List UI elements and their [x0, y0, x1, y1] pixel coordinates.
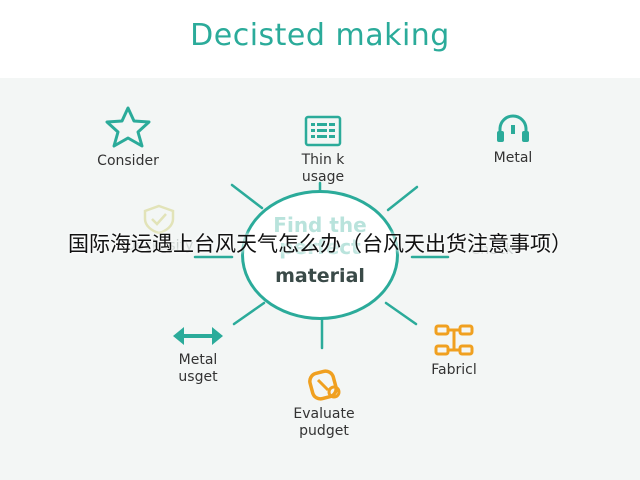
node-durability: Deckasity	[104, 204, 214, 255]
node-evaluate-label-1: Evaluate	[293, 406, 355, 422]
node-evaluate-label-2: pudget	[299, 423, 349, 439]
checklist-icon	[304, 115, 342, 147]
spoke-bottom-left	[232, 301, 266, 326]
spoke-bottom-right	[384, 301, 418, 326]
node-metal-label: Metal	[493, 150, 533, 166]
spoke-top-left	[230, 183, 264, 210]
center-hub: Find the perfect material	[241, 190, 399, 320]
coins-icon	[308, 369, 341, 401]
node-consider: Consider	[78, 105, 178, 170]
node-fabric: Fabricl	[414, 322, 494, 379]
node-think-label-1: Thin k	[301, 152, 345, 168]
hub-line-2: perfect	[279, 235, 361, 259]
star-icon	[105, 106, 151, 148]
node-think-usage: Thin k usage	[275, 114, 371, 186]
spoke-top-right	[386, 185, 419, 212]
node-fabric-label: Fabricl	[431, 362, 477, 378]
node-metal-budget-label-2: usget	[178, 369, 218, 385]
node-think-label-2: usage	[301, 169, 345, 185]
hub-line-3: material	[275, 265, 365, 287]
node-metal-budget-label-1: Metal	[178, 352, 218, 368]
node-durability-label: Deckasity	[124, 238, 194, 254]
node-consider-label: Consider	[97, 153, 159, 169]
double-arrow-icon	[173, 327, 223, 345]
overlay-caption: 国际海运遇上台风天气怎么办（台风天出货注意事项）	[68, 232, 572, 256]
node-metal: Metal	[470, 112, 556, 167]
node-metal-budget: Metal usget	[150, 324, 246, 386]
headset-icon	[497, 114, 529, 142]
node-check-label: Check	[470, 242, 514, 258]
hub-line-1: Find the	[273, 213, 367, 237]
node-evaluate-budget: Evaluate pudget	[274, 368, 374, 440]
fabric-icon	[434, 324, 474, 356]
diagram-title: Decisted making	[190, 18, 450, 53]
node-check: Check	[452, 242, 532, 259]
shield-icon	[143, 204, 175, 234]
